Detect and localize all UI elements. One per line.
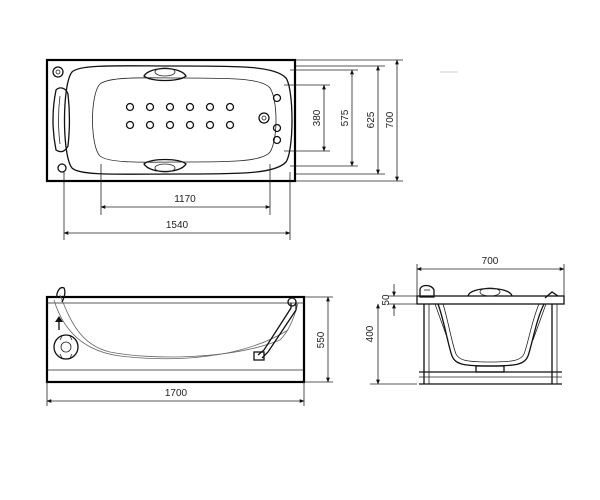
top-view: 1170 1540 380 575 625 700: [45, 58, 403, 240]
dim-label-550: 550: [316, 331, 327, 348]
dim-label-50: 50: [381, 294, 392, 306]
dimension-1170: 1170: [100, 194, 271, 209]
dim-label-1540: 1540: [166, 220, 189, 231]
grab-handle-top: [143, 67, 187, 82]
dim-label-380: 380: [312, 109, 323, 126]
dimension-625: 625: [366, 65, 380, 175]
top-view-outline: [45, 58, 297, 183]
dimension-575: 575: [340, 69, 354, 167]
drain-pipe: [253, 297, 297, 361]
dim-label-700-vertical: 700: [385, 111, 396, 128]
tub-bowl-profile: [59, 294, 299, 358]
pump-unit-icon: [53, 334, 79, 360]
drain-icon: [57, 112, 270, 173]
end-view: 700 50 400: [365, 256, 565, 385]
dim-label-625: 625: [366, 111, 377, 128]
dimension-700-vertical: 700: [385, 59, 399, 182]
dim-label-1700: 1700: [165, 388, 188, 399]
dimension-380: 380: [312, 84, 326, 152]
headrest-pillow-icon: [52, 87, 71, 153]
dimension-550: 550: [316, 296, 330, 383]
dim-label-400: 400: [365, 325, 376, 342]
end-view-pillow-icon: [419, 284, 435, 298]
dimension-50: 50: [381, 284, 396, 316]
dimension-1540: 1540: [63, 220, 291, 235]
tub-basin: [92, 77, 277, 163]
end-view-basin: [437, 303, 545, 367]
dim-label-575: 575: [340, 109, 351, 126]
end-view-rim: [416, 295, 565, 305]
dimension-1700: 1700: [46, 388, 305, 403]
side-jets: [272, 93, 282, 145]
side-view-apron: [45, 295, 306, 384]
dim-label-1170: 1170: [174, 194, 196, 205]
dimension-700-horizontal: 700: [416, 256, 565, 271]
dimension-400: 400: [365, 303, 380, 385]
end-view-pump: [475, 365, 505, 373]
grab-handle-bottom: [143, 158, 187, 173]
massage-jet-icon: [125, 102, 235, 130]
control-panel-icon: [52, 66, 64, 78]
side-view: 1700 550: [45, 286, 333, 406]
end-view-handle-icon: [467, 287, 513, 297]
up-arrow-icon: [55, 316, 63, 330]
side-headrest: [56, 286, 66, 303]
dim-label-700-horizontal: 700: [482, 256, 499, 267]
tub-rim: [63, 65, 293, 175]
